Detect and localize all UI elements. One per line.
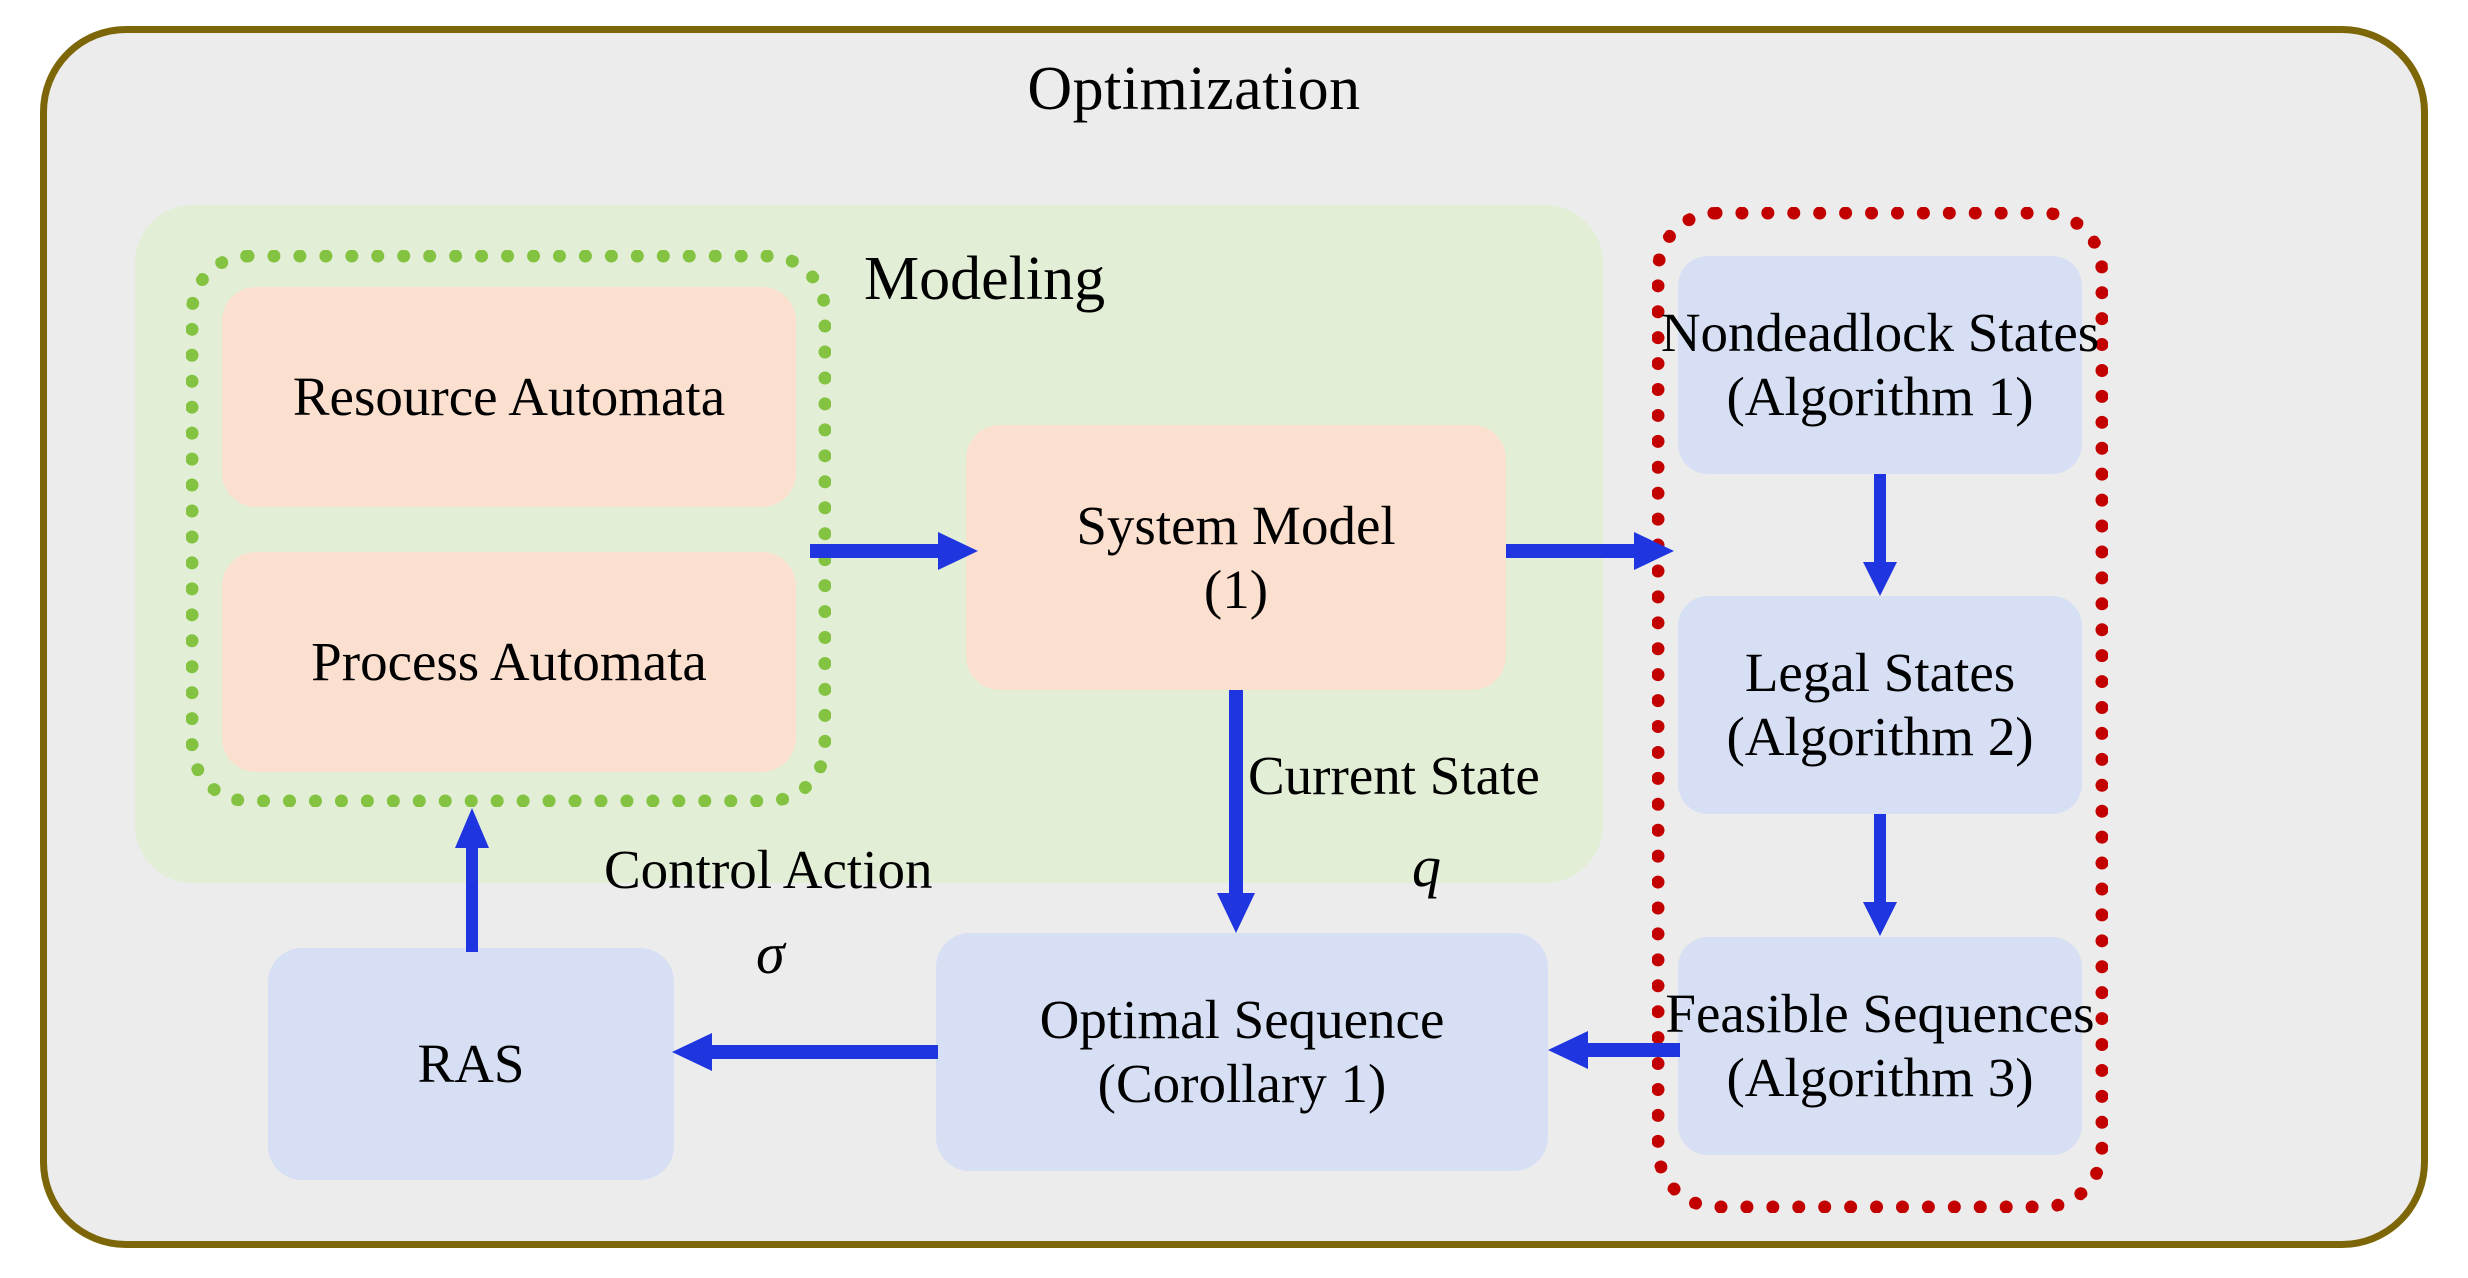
node-legal-states[interactable]: Legal States (Algorithm 2) <box>1678 596 2082 814</box>
arrow-feasible-to-optimal-sequence <box>1548 1029 1680 1071</box>
node-optimal-sequence[interactable]: Optimal Sequence (Corollary 1) <box>936 933 1548 1171</box>
node-process-automata[interactable]: Process Automata <box>222 552 796 772</box>
node-ras-label: RAS <box>417 1033 525 1095</box>
arrow-system-model-to-optimal-sequence <box>1215 690 1257 935</box>
arrow-ras-to-automata <box>452 806 492 952</box>
modeling-title: Modeling <box>864 245 1106 313</box>
automata-group-outline <box>186 250 831 807</box>
node-legal-states-ref: (Algorithm 2) <box>1726 706 2034 767</box>
optimization-title: Optimization <box>1027 55 1361 123</box>
node-nondeadlock-states-ref: (Algorithm 1) <box>1726 366 2034 427</box>
node-feasible-sequences-label: Feasible Sequences <box>1665 983 2095 1045</box>
edge-label-current-state: Current State <box>1248 745 1540 806</box>
arrow-optimal-sequence-to-ras <box>672 1031 938 1073</box>
node-system-model[interactable]: System Model (1) <box>966 425 1506 690</box>
node-system-model-label: System Model <box>1076 494 1396 556</box>
arrow-system-model-to-algorithms <box>1506 530 1676 572</box>
node-resource-automata-label: Resource Automata <box>292 366 726 428</box>
node-nondeadlock-states[interactable]: Nondeadlock States (Algorithm 1) <box>1661 256 2099 474</box>
edge-label-current-state-symbol: q <box>1412 834 1441 899</box>
node-optimal-sequence-label: Optimal Sequence <box>1039 989 1445 1051</box>
node-system-model-ref: (1) <box>1203 558 1269 620</box>
arrow-legal-to-feasible <box>1860 814 1900 938</box>
node-legal-states-label: Legal States <box>1744 642 2016 704</box>
node-feasible-sequences-ref: (Algorithm 3) <box>1726 1047 2034 1108</box>
arrow-automata-to-system-model <box>810 530 980 572</box>
node-process-automata-label: Process Automata <box>311 631 707 693</box>
edge-label-control-action-symbol: σ <box>756 921 785 986</box>
arrow-nondeadlock-to-legal <box>1860 474 1900 598</box>
algorithms-group-outline <box>1652 207 2108 1213</box>
node-feasible-sequences[interactable]: Feasible Sequences (Algorithm 3) <box>1665 937 2095 1155</box>
edge-label-control-action: Control Action <box>604 839 933 900</box>
node-nondeadlock-states-label: Nondeadlock States <box>1660 302 2100 364</box>
node-optimal-sequence-ref: (Corollary 1) <box>1097 1053 1387 1114</box>
node-ras[interactable]: RAS <box>268 948 674 1180</box>
node-resource-automata[interactable]: Resource Automata <box>222 287 796 507</box>
